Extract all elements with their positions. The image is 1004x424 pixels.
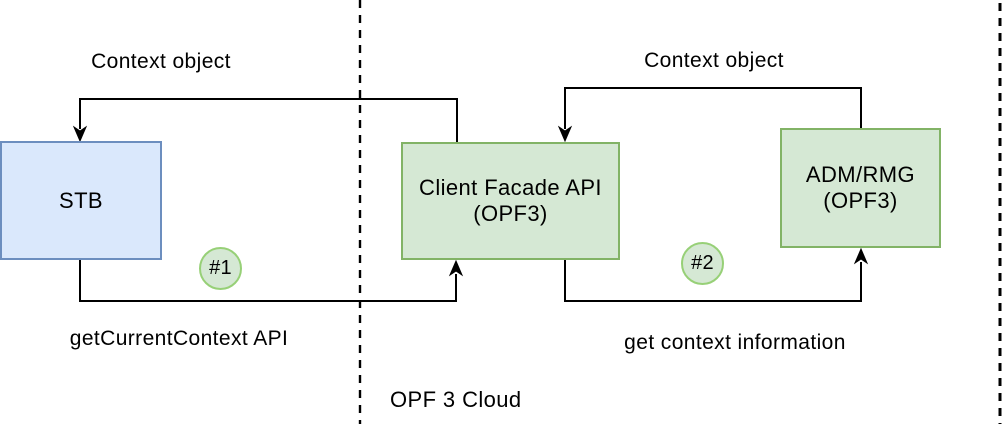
node-client-facade-api: Client Facade API (OPF3) — [401, 142, 620, 260]
step-badge-2: #2 — [681, 242, 724, 285]
step-badge-1: #1 — [199, 247, 242, 290]
arrowhead-up-icon — [853, 247, 869, 265]
arrowhead-down-icon — [557, 125, 573, 143]
arrowhead-down-icon — [72, 125, 88, 143]
edge-label-context-object-left: Context object — [91, 50, 231, 73]
node-stb-label: STB — [59, 187, 103, 213]
node-adm-rmg-label: ADM/RMG — [805, 162, 916, 187]
connector-context-object-left — [72, 98, 458, 143]
node-client-facade-api-label: Client Facade API — [419, 175, 602, 200]
node-adm-rmg: ADM/RMG (OPF3) — [780, 128, 941, 248]
node-client-facade-api-sublabel: (OPF3) — [473, 201, 548, 226]
connector-getcontextinfo — [564, 247, 869, 302]
edge-label-get-context-information: get context information — [624, 331, 846, 354]
step-badge-1-label: #1 — [209, 257, 232, 279]
arrowhead-up-icon — [448, 259, 464, 277]
step-badge-2-label: #2 — [691, 252, 714, 274]
node-stb: STB — [0, 141, 162, 260]
connector-context-object-right — [557, 87, 862, 143]
edge-label-context-object-right: Context object — [644, 49, 784, 72]
edge-label-getcurrentcontext-api: getCurrentContext API — [69, 327, 289, 350]
node-adm-rmg-sublabel: (OPF3) — [823, 188, 898, 213]
region-label-opf3-cloud: OPF 3 Cloud — [390, 387, 522, 412]
connector-getcurrentcontext — [79, 259, 464, 302]
